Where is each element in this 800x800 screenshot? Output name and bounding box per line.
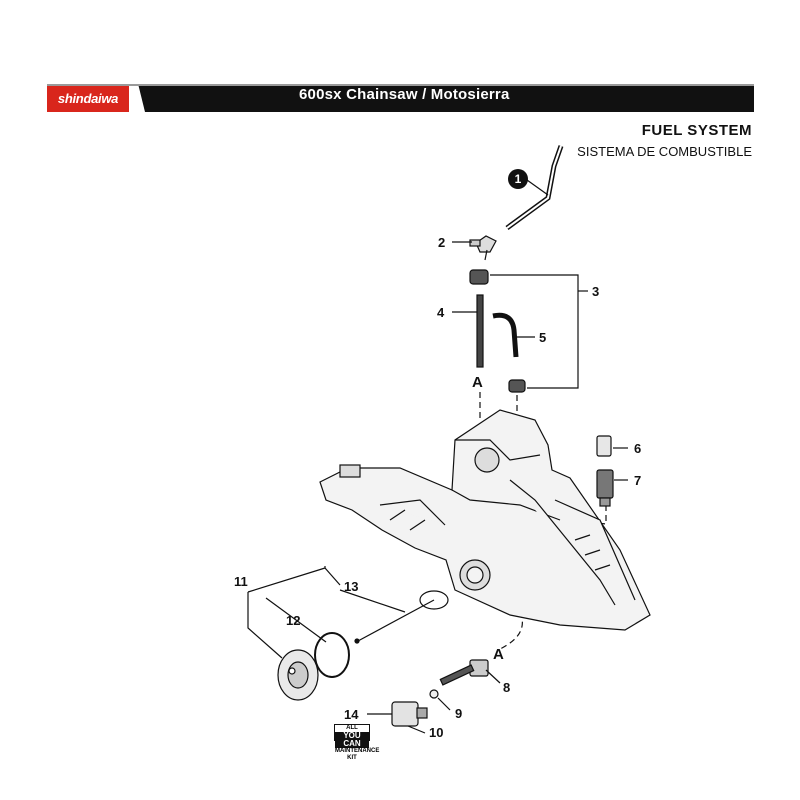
washer-part	[429, 689, 439, 699]
leader-line-10	[407, 725, 426, 734]
leader-line-13	[339, 589, 406, 613]
section-subtitle: SISTEMA DE COMBUSTIBLE	[577, 144, 752, 159]
callout-13: 13	[344, 579, 359, 594]
bracket-3	[490, 274, 579, 389]
page-title: 600sx Chainsaw / Motosierra	[299, 86, 510, 103]
filter-part	[391, 701, 428, 727]
callout-9: 9	[455, 706, 463, 721]
callout-8: 8	[503, 680, 511, 695]
header-grey-rule	[47, 84, 754, 87]
header-band: shindaiwa 600sx Chainsaw / Motosierra	[47, 84, 754, 112]
callout-11: 11	[234, 574, 248, 589]
header-black-band	[47, 86, 754, 112]
o-ring-part	[314, 632, 350, 678]
fuel-cap-part	[277, 649, 319, 701]
callout-1: 1	[508, 169, 528, 189]
leader-line-12	[265, 597, 327, 643]
brand-logo: shindaiwa	[47, 86, 129, 112]
grommet-part-bottom	[508, 379, 526, 393]
callout-3: 3	[592, 284, 600, 299]
housing-body	[319, 409, 651, 631]
callout-2: 2	[438, 235, 446, 250]
bracket-11	[247, 566, 326, 659]
screw-part	[439, 664, 475, 686]
hose-part	[476, 294, 484, 368]
elbow-fitting-part	[469, 235, 497, 261]
callout-7: 7	[634, 473, 642, 488]
callout-5: 5	[539, 330, 547, 345]
fuel-strap-part	[354, 590, 449, 644]
vent-cap-part	[596, 435, 612, 457]
leader-line-1	[526, 179, 549, 196]
section-title: FUEL SYSTEM	[641, 122, 752, 139]
callout-12: 12	[286, 613, 301, 628]
callout-14: 14	[344, 707, 359, 722]
vent-valve-part	[596, 469, 614, 507]
watermark-logo: ALL YOU CAN MAINTENANCE KIT	[334, 724, 380, 761]
callout-4: 4	[437, 305, 445, 320]
callout-10: 10	[429, 725, 444, 740]
callout-6: 6	[634, 441, 642, 456]
filter-hose-part	[492, 312, 519, 358]
ref-A-bottom: A	[493, 646, 504, 663]
grommet-part-top	[469, 269, 489, 285]
ref-A-top: A	[472, 374, 483, 391]
leader-line-9	[437, 697, 451, 711]
dashed-guide-A2	[497, 611, 523, 651]
leader-line-8	[485, 669, 501, 684]
